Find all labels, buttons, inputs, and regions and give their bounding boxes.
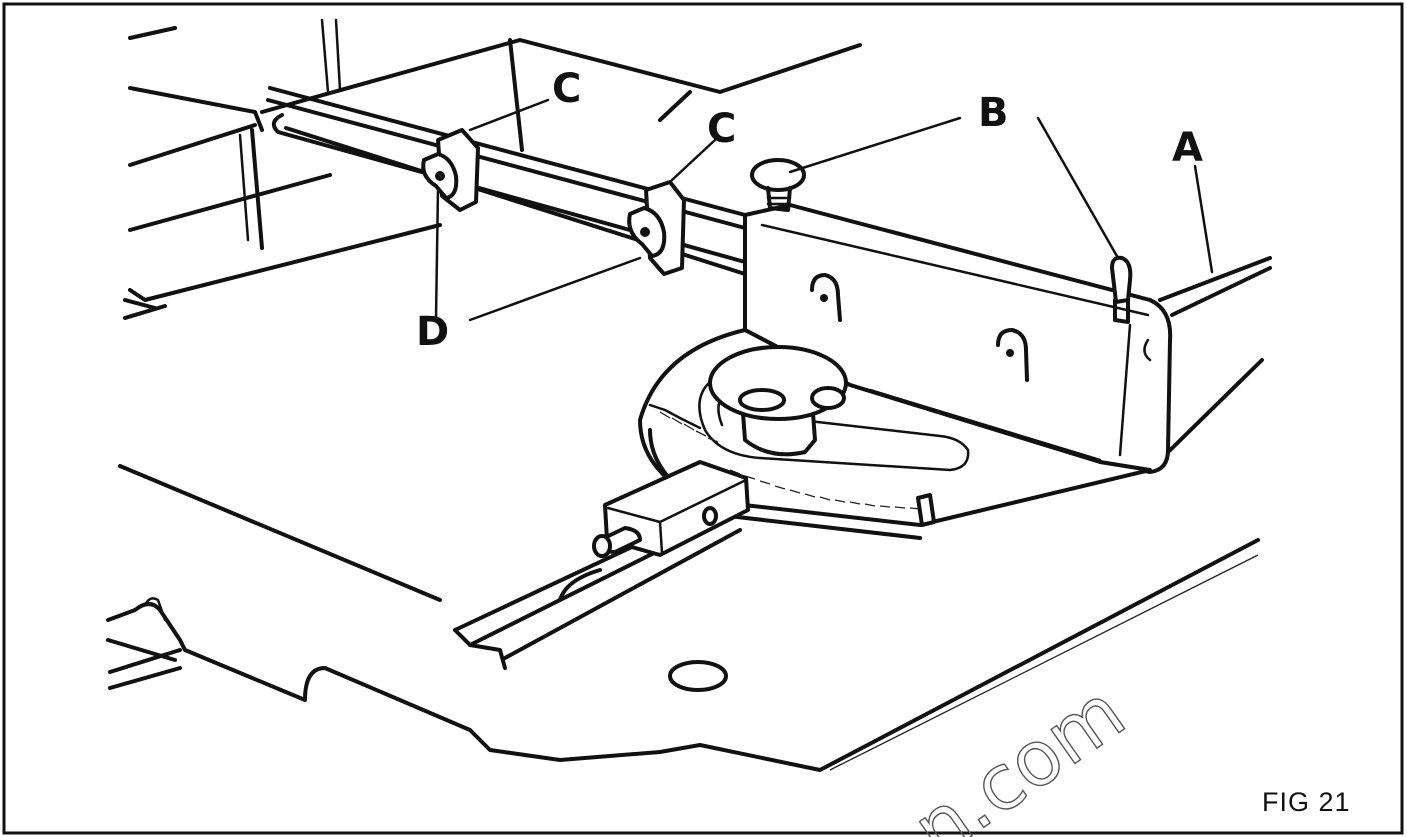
callout-b: B (978, 90, 1009, 136)
locking-knob (708, 345, 848, 457)
background-frame (123, 18, 862, 320)
fence-knob-screw (750, 158, 806, 212)
figure-caption: FIG 21 (1262, 787, 1351, 817)
table-hole (668, 660, 728, 692)
leader-lines (434, 98, 1214, 322)
callout-c-2: C (707, 106, 736, 152)
table-top (106, 256, 1272, 772)
wing-nut (1110, 255, 1133, 324)
clamp-block-1 (421, 128, 480, 212)
callout-a: A (1172, 125, 1203, 171)
guide-block (592, 460, 750, 558)
clamp-block-2 (627, 180, 686, 276)
callout-c-1: C (552, 66, 581, 112)
callout-d: D (416, 309, 449, 355)
protractor-scale (659, 411, 921, 510)
